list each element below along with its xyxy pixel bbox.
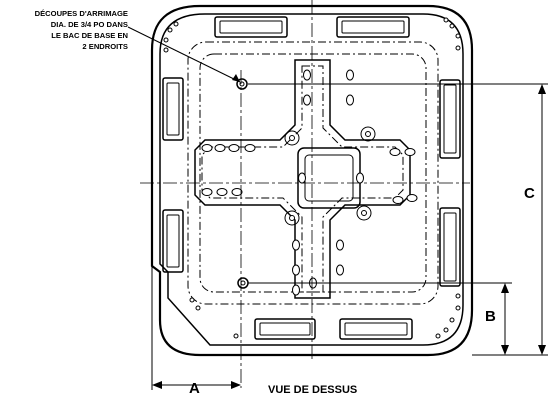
tray-outline: [159, 13, 464, 346]
callout-leader: [127, 26, 241, 83]
callout-line-3: LE BAC DE BASE EN: [51, 31, 128, 40]
dimension-b: [248, 282, 512, 355]
cross-channel: [194, 59, 411, 299]
callout-line-1: DÉCOUPES D'ARRIMAGE: [35, 9, 128, 18]
callout-line-4: 2 ENDROITS: [82, 42, 128, 51]
corner-bosses: [284, 126, 376, 226]
right-handle-slots: [439, 79, 461, 287]
corner-holes: [163, 17, 461, 339]
dimension-a: [151, 266, 241, 390]
dimension-c: [248, 83, 548, 356]
tie-down-cutouts: [236, 78, 249, 289]
dimension-a-label: A: [189, 380, 200, 397]
view-label: VUE DE DESSUS: [268, 384, 357, 396]
left-handle-slots: [162, 77, 184, 273]
dimension-b-label: B: [485, 308, 496, 325]
bottom-handle-slots: [254, 318, 413, 340]
oval-pads: [201, 69, 418, 296]
top-handle-slots: [214, 16, 410, 38]
dashed-inner-perimeter: [199, 53, 427, 293]
dashed-perimeter: [187, 41, 439, 305]
dimension-c-label: C: [524, 185, 535, 202]
base-outline: [150, 4, 474, 357]
center-square: [297, 147, 361, 209]
callout-line-2: DIA. DE 3/4 PO DANS: [51, 20, 128, 29]
